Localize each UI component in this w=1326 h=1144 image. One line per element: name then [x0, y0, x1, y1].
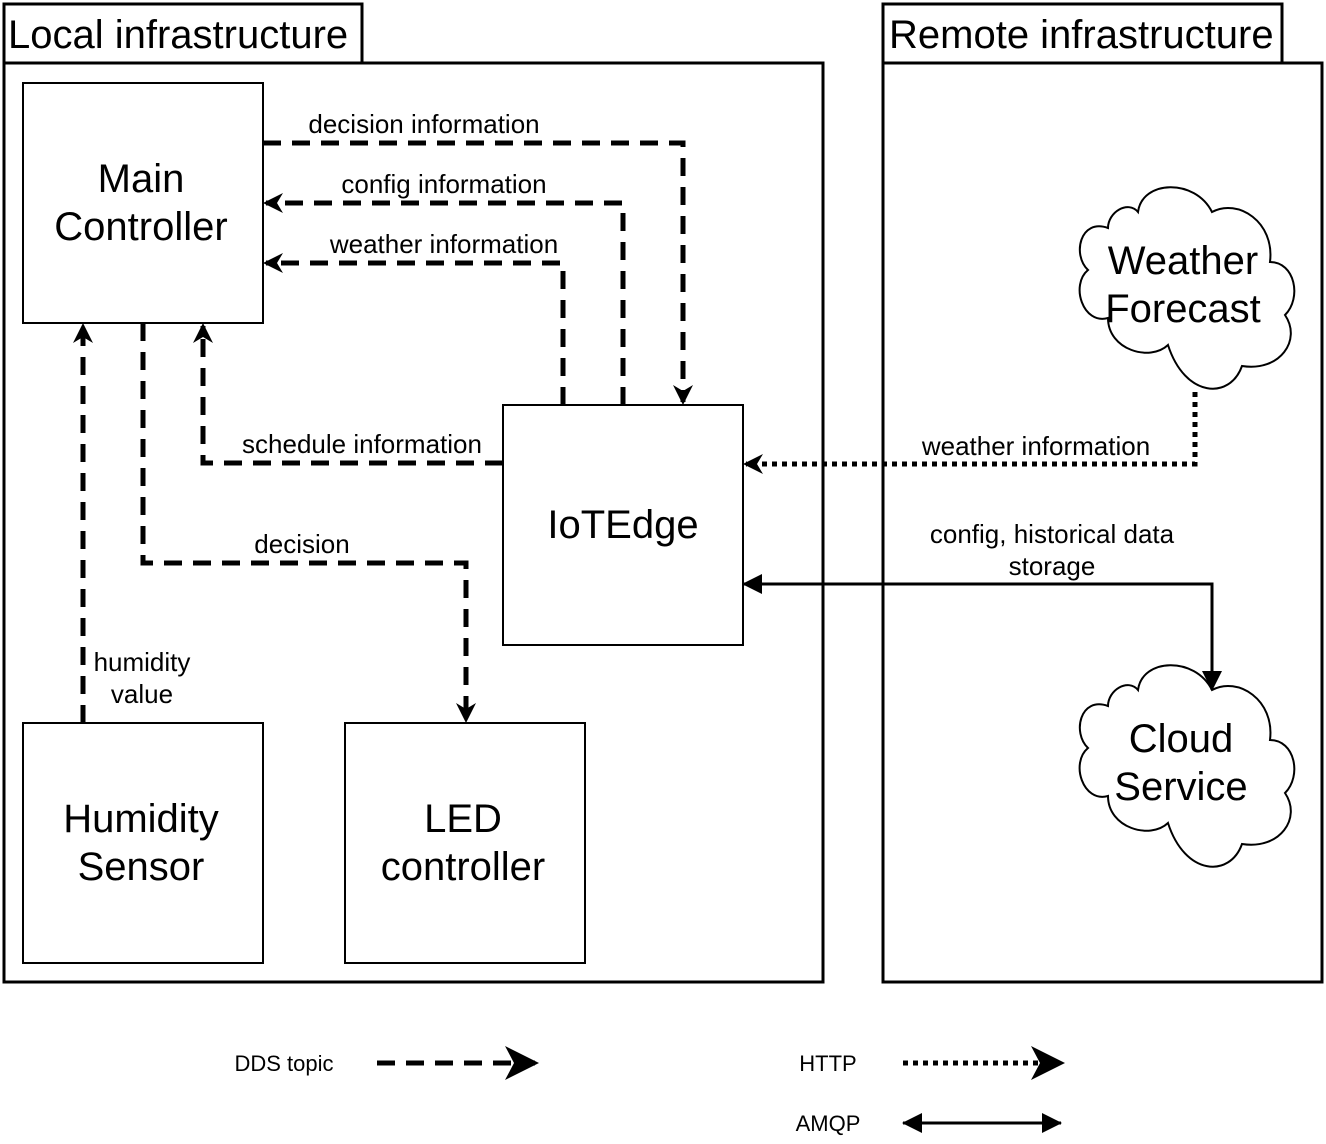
main-controller-node: Main Controller: [22, 82, 264, 324]
local-frame-title: Local infrastructure: [8, 13, 348, 57]
edge-weather-information-local-label: weather information: [329, 229, 558, 259]
edge-weather-information-remote-label: weather information: [921, 431, 1150, 461]
cloud-service-label-line1: Cloud: [1129, 717, 1234, 761]
local-infrastructure-frame: Local infrastructure: [2, 2, 825, 984]
main-controller-label-line1: Main: [98, 157, 185, 201]
edge-decision-information: [263, 140, 693, 405]
edge-schedule-information-label: schedule information: [242, 429, 482, 459]
legend-dds-label: DDS topic: [234, 1051, 333, 1076]
edge-decision: [140, 323, 476, 723]
iotedge-node: IoTEdge: [502, 404, 744, 646]
cloud-service-label-line2: Service: [1114, 765, 1247, 809]
remote-infrastructure-frame: Remote infrastructure: [881, 2, 1324, 984]
edge-config-information: [263, 193, 626, 405]
humidity-sensor-label-line1: Humidity: [63, 797, 219, 841]
legend-amqp-label: AMQP: [796, 1111, 861, 1136]
edge-config-storage-label-line1: config, historical data: [930, 519, 1175, 549]
led-controller-label-line2: controller: [381, 845, 546, 889]
iotedge-label: IoTEdge: [547, 503, 698, 547]
legend: DDS topic HTTP AMQP: [234, 1046, 1065, 1136]
cloud-service-cloud: Cloud Service: [1078, 664, 1296, 868]
edge-schedule-information: [193, 323, 503, 466]
weather-forecast-label-line1: Weather: [1108, 239, 1258, 283]
weather-forecast-label-line2: Forecast: [1105, 287, 1261, 331]
led-controller-label-line1: LED: [424, 797, 502, 841]
remote-frame-title: Remote infrastructure: [889, 13, 1274, 57]
edge-decision-information-label: decision information: [308, 109, 539, 139]
edge-decision-label: decision: [254, 529, 349, 559]
edge-config-storage-label-line2: storage: [1009, 551, 1096, 581]
humidity-sensor-label-line2: Sensor: [78, 845, 205, 889]
edge-config-information-label: config information: [341, 169, 546, 199]
edge-weather-information-remote: [743, 392, 1198, 474]
humidity-sensor-node: Humidity Sensor: [22, 722, 264, 964]
edge-config-storage: [742, 574, 1222, 691]
local-frame-tab: [2, 2, 364, 65]
weather-forecast-cloud: Weather Forecast: [1078, 186, 1296, 390]
edge-humidity-value-label-line1: humidity: [94, 647, 191, 677]
edge-weather-information-local: [263, 253, 566, 405]
led-controller-node: LED controller: [344, 722, 586, 964]
edge-humidity-value-label-line2: value: [111, 679, 173, 709]
main-controller-label-line2: Controller: [54, 205, 227, 249]
remote-frame-tab: [881, 2, 1284, 65]
legend-http-label: HTTP: [799, 1051, 856, 1076]
